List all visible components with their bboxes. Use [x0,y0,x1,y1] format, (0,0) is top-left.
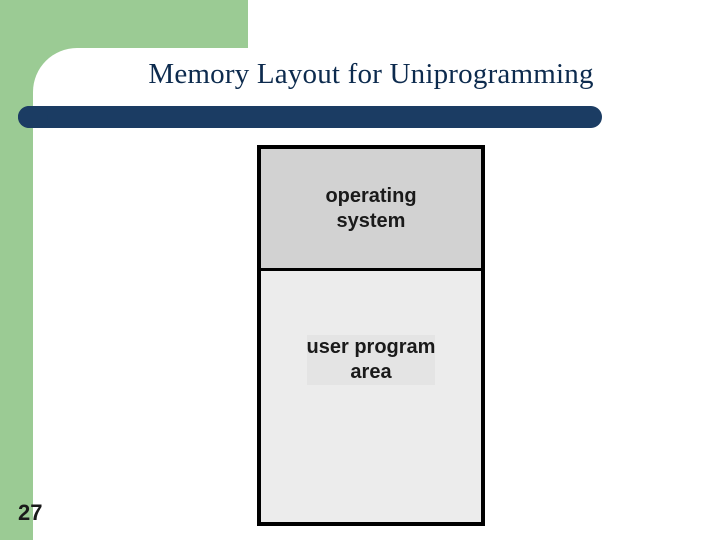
memory-layout-diagram: operating system user program area [257,145,485,526]
page-title: Memory Layout for Uniprogramming [148,58,594,90]
slide-number: 27 [18,500,43,525]
title-accent-bar-cap [18,106,48,128]
user-program-area-block: user program area [261,274,481,522]
title-accent-bar [18,106,602,128]
operating-system-label: operating system [325,184,417,232]
user-program-area-label: user program area [306,335,436,385]
operating-system-block: operating system [261,149,481,271]
